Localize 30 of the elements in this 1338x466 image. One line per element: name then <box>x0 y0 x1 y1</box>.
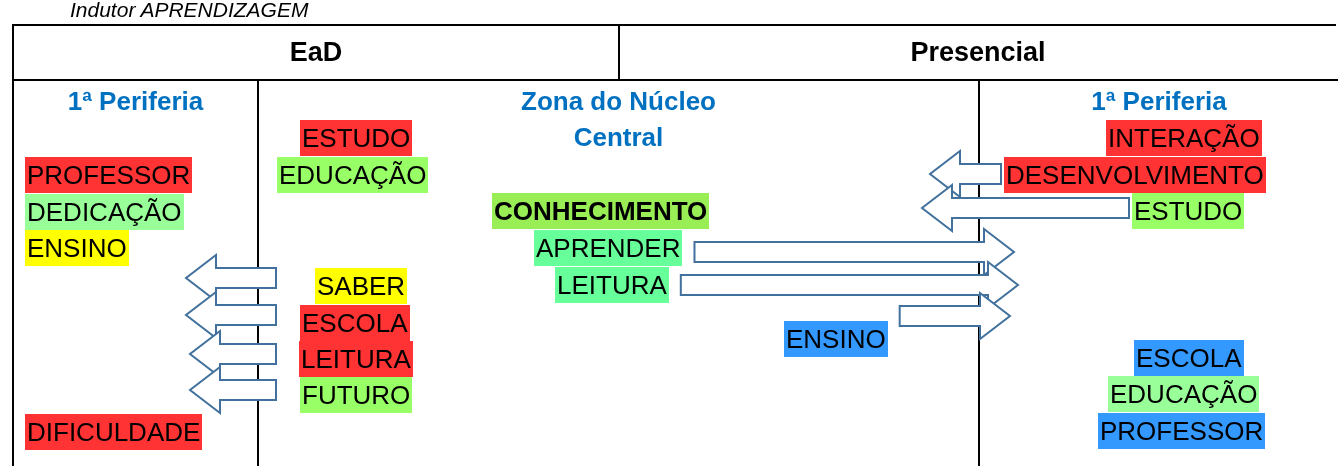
highlighted-word: DEDICAÇÃO <box>25 194 184 230</box>
highlighted-word: LEITURA <box>299 341 413 377</box>
highlighted-word: APRENDER <box>534 230 683 266</box>
block-arrow <box>920 182 1130 234</box>
highlighted-word: DIFICULDADE <box>25 414 203 450</box>
table-header-cell: Presencial <box>618 24 1336 79</box>
highlighted-word: EDUCAÇÃO <box>277 157 429 193</box>
block-arrow <box>898 290 1012 342</box>
highlighted-word: ESCOLA <box>1134 340 1244 376</box>
highlighted-word: CONHECIMENTO <box>492 193 710 229</box>
highlighted-word: ENSINO <box>25 230 129 266</box>
highlighted-word: ESTUDO <box>300 120 413 156</box>
highlighted-word: ENSINO <box>784 321 888 357</box>
block-arrow <box>928 148 1002 200</box>
block-arrow <box>188 364 277 416</box>
highlighted-word: DESENVOLVIMENTO <box>1004 157 1266 193</box>
highlighted-word: SABER <box>315 268 408 304</box>
column-heading: 1ª Periferia <box>66 85 205 118</box>
highlighted-word: LEITURA <box>555 267 669 303</box>
highlighted-word: INTERAÇÃO <box>1106 120 1262 156</box>
title: Indutor APRENDIZAGEM <box>70 0 309 22</box>
highlighted-word: FUTURO <box>300 377 413 413</box>
highlighted-word: ESTUDO <box>1132 193 1245 229</box>
table-header-cell: EaD <box>12 24 618 79</box>
column-heading: Zona do Núcleo Central <box>520 85 717 154</box>
highlighted-word: EDUCAÇÃO <box>1108 376 1260 412</box>
highlighted-word: ESCOLA <box>300 305 410 341</box>
column-heading: 1ª Periferia <box>1090 85 1228 118</box>
highlighted-word: PROFESSOR <box>1098 413 1266 449</box>
highlighted-word: PROFESSOR <box>25 157 193 193</box>
